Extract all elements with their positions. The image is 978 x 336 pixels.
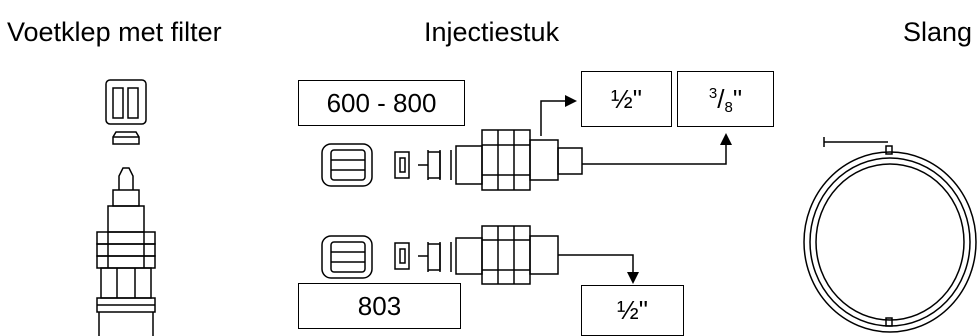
arrowhead-right <box>565 95 577 107</box>
hose-coil-drawing <box>803 137 977 333</box>
foot-valve-heading: Voetklep met filter <box>7 17 222 47</box>
size-box-half-top: ½" <box>581 71 672 127</box>
connector-arrows <box>540 100 727 273</box>
injector-upper-drawing <box>321 129 583 191</box>
size-half-bottom-text: ½" <box>617 295 648 325</box>
label-803: 803 <box>298 283 461 329</box>
size-half-top-text: ½" <box>611 83 642 114</box>
arrowhead-up <box>720 133 732 145</box>
size-box-three-eighths: 3/8" <box>677 71 774 127</box>
hose-heading: Slang <box>903 17 973 47</box>
arrowhead-down <box>627 272 639 284</box>
injector-heading: Injectiestuk <box>424 17 560 47</box>
foot-valve-drawing <box>96 79 156 336</box>
label-600-800: 600 - 800 <box>298 80 465 126</box>
size-box-half-bottom: ½" <box>581 285 684 336</box>
injector-lower-drawing <box>321 225 559 285</box>
arrowheads <box>565 95 732 284</box>
size-three-eighths-text: 3/8" <box>708 83 743 116</box>
